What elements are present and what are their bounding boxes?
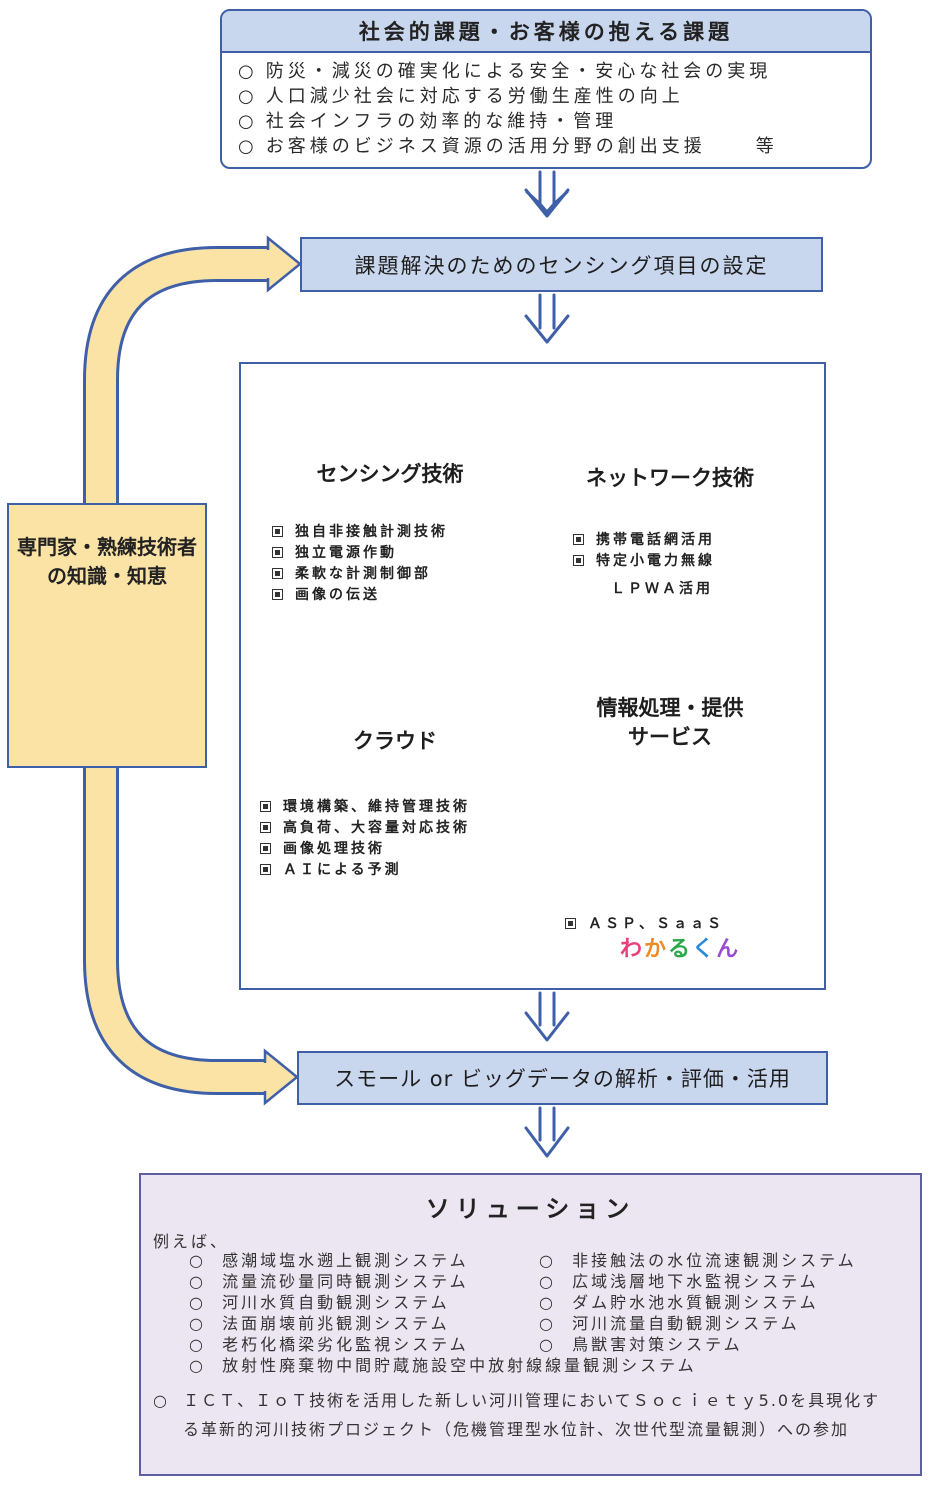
list-item: 環境構築、維持管理技術 <box>260 797 470 818</box>
issues-box: 社会的課題・お客様の抱える課題 ○ 防災・減災の確実化による安全・安心な社会の実… <box>220 9 872 169</box>
list-item: ○ 放射性廃棄物中間貯蔵施設空中放射線線量観測システム <box>189 1356 697 1375</box>
list-item: ○ 法面崩壊前兆観測システム <box>189 1314 450 1333</box>
wakarukun-logo: わかるくん <box>620 931 740 963</box>
list-item: ＡＳＰ、ＳａａＳ <box>565 914 724 935</box>
issue-item: ○ 人口減少社会に対応する労働生産性の向上 <box>238 86 684 107</box>
logo-letter: ん <box>716 937 741 962</box>
info-service-title: 情報処理・提供 サービス <box>596 696 744 749</box>
list-item: ○ 広域浅層地下水監視システム <box>539 1272 819 1291</box>
issue-item: ○ 社会インフラの効率的な維持・管理 <box>238 111 618 132</box>
sensing-tech-list: 独自非接触計測技術 独立電源作動 柔軟な計測制御部 画像の伝送 <box>272 522 448 606</box>
logo-letter: る <box>668 937 693 962</box>
down-arrow-icon <box>524 170 570 218</box>
network-tech-title: ネットワーク技術 <box>586 466 754 490</box>
data-analysis-bar: スモール or ビッグデータの解析・評価・活用 <box>297 1051 828 1105</box>
list-item: 特定小電力無線 <box>573 551 715 572</box>
list-item: ○ 老朽化橋梁劣化監視システム <box>189 1335 469 1354</box>
info-service-list: ＡＳＰ、ＳａａＳ <box>565 914 724 935</box>
logo-letter: か <box>644 937 669 962</box>
list-item: 独立電源作動 <box>272 543 448 564</box>
list-item: 柔軟な計測制御部 <box>272 564 448 585</box>
solution-intro: 例えば、 <box>153 1232 230 1251</box>
down-arrow-icon <box>524 1106 570 1158</box>
list-item: 高負荷、大容量対応技術 <box>260 818 470 839</box>
sensing-item-setting-bar: 課題解決のためのセンシング項目の設定 <box>300 237 823 292</box>
list-item: ＡＩによる予測 <box>260 860 470 881</box>
list-item: 独自非接触計測技術 <box>272 522 448 543</box>
down-arrow-icon <box>524 293 570 344</box>
list-item: 画像の伝送 <box>272 585 448 606</box>
ict-participation-line2: る革新的河川技術プロジェクト（危機管理型水位計、次世代型流量観測）への参加 <box>183 1420 850 1439</box>
list-item: ○ 河川水質自動観測システム <box>189 1293 450 1312</box>
feedback-loop-arrow <box>83 235 302 1106</box>
list-item: 携帯電話網活用 <box>573 530 715 551</box>
cloud-list: 環境構築、維持管理技術 高負荷、大容量対応技術 画像処理技術 ＡＩによる予測 <box>260 797 470 881</box>
solution-list-left: ○ 感潮域塩水遡上観測システム ○ 流量流砂量同時観測システム ○ 河川水質自動… <box>189 1250 697 1376</box>
list-item: ○ ダム貯水池水質観測システム <box>539 1293 819 1312</box>
ict-participation-line1: ○ ＩＣＴ、ＩｏＴ技術を活用した新しい河川管理においてＳｏｃｉｅｔｙ5.0を具現… <box>153 1391 881 1410</box>
issues-title: 社会的課題・お客様の抱える課題 <box>222 11 870 53</box>
solution-title: ソリューション <box>425 1195 636 1223</box>
issues-list: ○ 防災・減災の確実化による安全・安心な社会の実現 ○ 人口減少社会に対応する労… <box>222 53 870 159</box>
list-item: ○ 鳥獣害対策システム <box>539 1335 743 1354</box>
network-tech-list: 携帯電話網活用 特定小電力無線 ＬＰＷＡ活用 <box>573 530 715 600</box>
list-item: 画像処理技術 <box>260 839 470 860</box>
technologies-box <box>239 362 826 990</box>
issue-item: ○ 防災・減災の確実化による安全・安心な社会の実現 <box>238 61 772 82</box>
logo-letter: く <box>692 937 717 962</box>
issue-item: ○ お客様のビジネス資源の活用分野の創出支援等 <box>238 136 778 157</box>
list-item: ○ 非接触法の水位流速観測システム <box>539 1251 857 1270</box>
logo-letter: わ <box>620 937 645 962</box>
expert-title: 専門家・熟練技術者 の知識・知恵 <box>17 535 197 588</box>
list-item: ○ 流量流砂量同時観測システム <box>189 1272 469 1291</box>
list-item: ＬＰＷＡ活用 <box>611 581 713 597</box>
list-item: ○ 河川流量自動観測システム <box>539 1314 800 1333</box>
solution-box: ソリューション 例えば、 ○ 感潮域塩水遡上観測システム ○ 流量流砂量同時観測… <box>139 1173 922 1476</box>
solution-list-right: ○ 非接触法の水位流速観測システム ○ 広域浅層地下水監視システム ○ ダム貯水… <box>539 1250 857 1355</box>
cloud-title: クラウド <box>353 729 437 753</box>
down-arrow-icon <box>524 991 570 1042</box>
issues-suffix: 等 <box>755 136 778 157</box>
sensing-tech-title: センシング技術 <box>316 462 464 486</box>
expert-knowledge-box: 専門家・熟練技術者 の知識・知恵 <box>7 503 207 768</box>
list-item: ○ 感潮域塩水遡上観測システム <box>189 1251 469 1270</box>
